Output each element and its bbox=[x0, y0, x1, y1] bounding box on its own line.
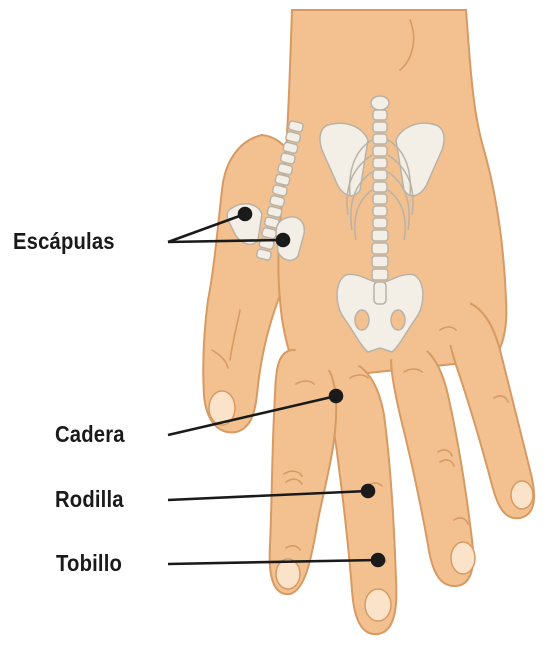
index-finger bbox=[270, 350, 337, 594]
pinky-nail bbox=[511, 481, 533, 509]
ring-nail bbox=[451, 542, 475, 574]
rodilla-dot bbox=[362, 485, 374, 497]
rodilla-pointer-line bbox=[168, 491, 368, 500]
escapulas-dot-1 bbox=[239, 208, 251, 220]
label-tobillo: Tobillo bbox=[56, 550, 122, 577]
label-cadera: Cadera bbox=[55, 421, 125, 448]
pelvis-hole-right bbox=[391, 310, 405, 330]
tobillo-dot bbox=[372, 554, 384, 566]
pelvis-hole-left bbox=[355, 310, 369, 330]
label-escapulas: Escápulas bbox=[13, 228, 115, 255]
skull bbox=[371, 96, 389, 110]
cadera-dot bbox=[330, 390, 342, 402]
index-nail bbox=[276, 559, 300, 589]
spine bbox=[372, 110, 388, 304]
label-rodilla: Rodilla bbox=[55, 486, 124, 513]
escapulas-dot-2 bbox=[277, 234, 289, 246]
middle-nail bbox=[365, 589, 391, 621]
